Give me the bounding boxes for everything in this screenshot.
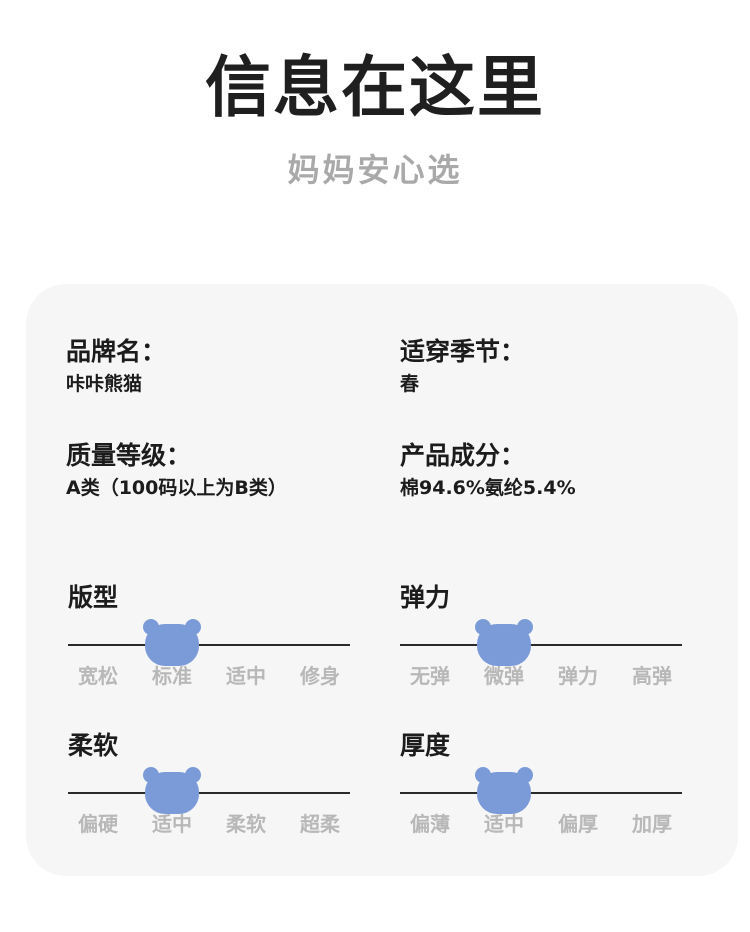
scale-option: 弹力 <box>558 664 598 688</box>
scale-title: 弹力 <box>400 583 451 612</box>
scale-track <box>68 792 350 794</box>
product-info-card: 品牌名： 咔咔熊猫 适穿季节： 春 质量等级： A类（100码以上为B类） 产品… <box>26 284 738 876</box>
scale-softness: 柔软 偏硬 适中 柔软 超柔 <box>68 730 350 860</box>
info-season: 适穿季节： 春 <box>400 336 525 398</box>
scale-track <box>68 644 350 646</box>
scale-option: 标准 <box>152 664 192 688</box>
scale-option: 适中 <box>484 812 524 836</box>
scale-option: 适中 <box>226 664 266 688</box>
scale-title: 柔软 <box>68 731 119 760</box>
scale-option: 柔软 <box>226 812 266 836</box>
scale-option: 偏厚 <box>558 812 598 836</box>
scale-option: 高弹 <box>632 664 672 688</box>
scale-options: 偏硬 适中 柔软 超柔 <box>68 810 350 838</box>
info-composition: 产品成分： 棉94.6%氨纶5.4% <box>400 440 576 502</box>
scale-track <box>400 644 682 646</box>
page-title: 信息在这里 <box>205 49 545 126</box>
info-label: 品牌名： <box>66 337 167 366</box>
scale-option: 加厚 <box>632 812 672 836</box>
scale-option: 宽松 <box>78 664 118 688</box>
info-value: 春 <box>400 373 420 395</box>
scale-option: 修身 <box>300 664 340 688</box>
scale-option: 超柔 <box>300 812 340 836</box>
scale-options: 宽松 标准 适中 修身 <box>68 662 350 690</box>
info-brand: 品牌名： 咔咔熊猫 <box>66 336 166 398</box>
info-label: 适穿季节： <box>400 337 526 366</box>
page-subtitle: 妈妈安心选 <box>287 151 463 189</box>
scale-options: 偏薄 适中 偏厚 加厚 <box>400 810 682 838</box>
scale-options: 无弹 微弹 弹力 高弹 <box>400 662 682 690</box>
bear-head-icon <box>143 767 201 814</box>
scale-fit: 版型 宽松 标准 适中 修身 <box>68 582 350 712</box>
bear-head-icon <box>475 619 533 666</box>
scale-option: 偏硬 <box>78 812 118 836</box>
scale-title: 厚度 <box>400 731 451 760</box>
info-value: 咔咔熊猫 <box>66 373 143 395</box>
bear-head-icon <box>143 619 201 666</box>
info-label: 质量等级： <box>66 441 192 470</box>
scale-thickness: 厚度 偏薄 适中 偏厚 加厚 <box>400 730 682 860</box>
bear-head-icon <box>475 767 533 814</box>
info-value: 棉94.6%氨纶5.4% <box>400 477 576 499</box>
scale-title: 版型 <box>68 583 119 612</box>
scale-option: 适中 <box>152 812 192 836</box>
info-quality-grade: 质量等级： A类（100码以上为B类） <box>66 440 287 502</box>
scale-option: 偏薄 <box>410 812 450 836</box>
scale-option: 无弹 <box>410 664 450 688</box>
info-label: 产品成分： <box>400 441 526 470</box>
info-value: A类（100码以上为B类） <box>66 477 287 499</box>
scale-elasticity: 弹力 无弹 微弹 弹力 高弹 <box>400 582 682 712</box>
scale-option: 微弹 <box>484 664 524 688</box>
scale-track <box>400 792 682 794</box>
